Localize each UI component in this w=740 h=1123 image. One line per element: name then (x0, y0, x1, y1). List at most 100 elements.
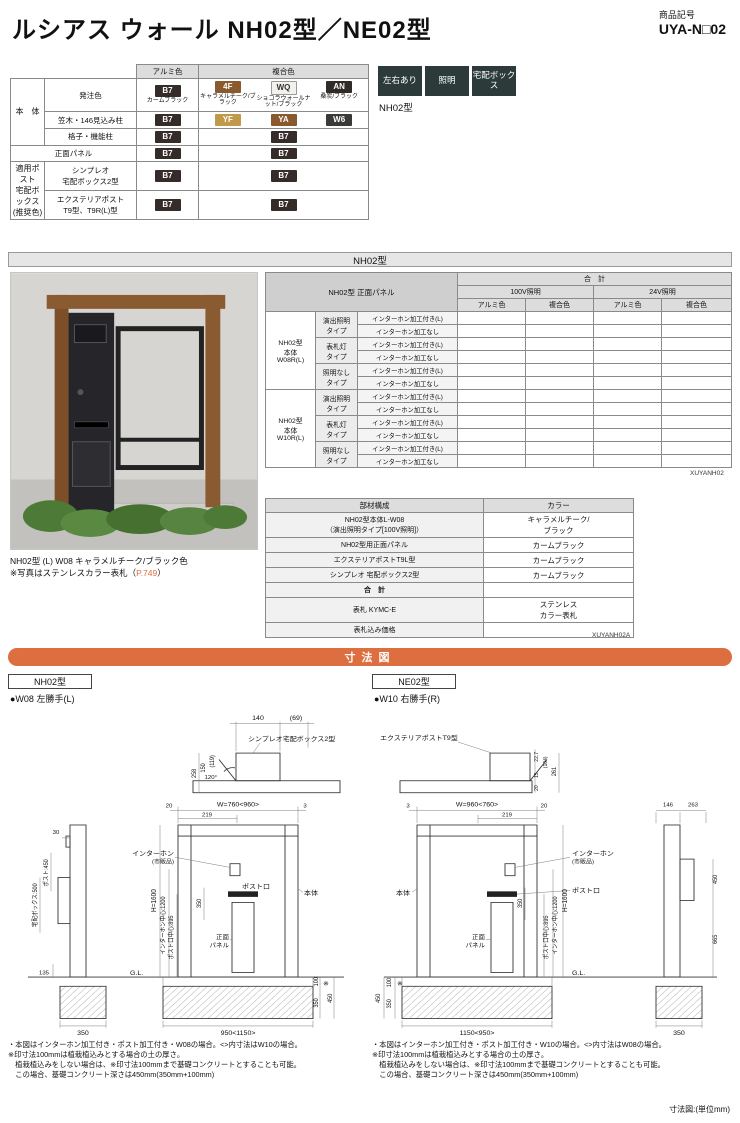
header-alumi: アルミ色 (136, 64, 199, 79)
row-label-front-panel: 正面パネル (10, 144, 137, 163)
parts-table: 部材構成 カラー NH02型本体L-W08 （演出照明タイプ[100V照明]） … (265, 498, 634, 638)
dim-30: 30 (53, 830, 60, 836)
dim-height: H=1600 (562, 889, 569, 912)
dim-100: 100 (387, 978, 393, 987)
group-body: 本 体 (10, 78, 45, 146)
color-cell: B7 (136, 144, 199, 163)
price-cell (661, 376, 733, 390)
dim-135: 135 (39, 970, 49, 976)
parts-row-total: 合 計 (265, 582, 484, 598)
price-cell (593, 337, 663, 351)
note-line: この場合、基礎コンクリート深さは450mm(350mm+100mm) (372, 1069, 579, 1079)
parts-row-color: カームブラック (483, 537, 634, 553)
color-swatch-b7: B7 (270, 170, 297, 182)
header-fukugo: 複合色 (525, 298, 595, 312)
dim-100: 100 (314, 977, 320, 986)
color-cell: B7 (136, 161, 199, 192)
price-cell (593, 428, 663, 442)
post-mouth-label: ポスト口 (572, 887, 600, 895)
dim-3: 3 (406, 804, 409, 810)
photo-note-text: ※写真はステンレスカラー表札（ (10, 568, 137, 578)
dimension-section-banner: 寸法図 (8, 648, 732, 666)
price-table: NH02型 正面パネル 合 計 100V照明 24V照明 アルミ色 複合色 アル… (264, 272, 733, 468)
option-with-interphone: インターホン加工付き(L) (356, 337, 459, 351)
dim-side-450: 450 (713, 875, 719, 884)
ne02-notes: ・本図はインターホン加工付き・ポスト加工付き・W10の場合。<>内寸法はW08の… (372, 1040, 734, 1079)
price-cell (457, 311, 527, 325)
option-without-interphone: インターホン加工なし (356, 324, 459, 338)
price-cell (457, 350, 527, 364)
color-swatch-b7: B7 (154, 130, 181, 143)
row-label-order-color: 発注色 (44, 77, 137, 113)
nh02-dimension-column: NH02型 ●W08 左勝手(L) (8, 674, 370, 1079)
feature-badge-light: 照明 (425, 66, 469, 96)
body-label: 本体 (304, 888, 318, 897)
color-swatch-b7: B7 (154, 85, 181, 98)
type-none: 照明なし タイプ (315, 363, 358, 390)
price-cell (457, 363, 527, 377)
price-cell (525, 454, 595, 468)
dim-3: 3 (303, 804, 306, 810)
option-without-interphone: インターホン加工なし (356, 376, 459, 390)
price-cell (593, 389, 663, 403)
front-panel-label: 正面 (472, 934, 485, 942)
note-line: 植栽植込みをしない場合は、※印寸法100mmまで基礎コンクリートとすることも可能… (8, 1059, 301, 1069)
front-panel-label2: パネル (210, 942, 229, 950)
price-cell (593, 402, 663, 416)
front-panel-label2: パネル (466, 942, 485, 950)
product-code-block: 商品記号 UYA-N□02 (659, 8, 726, 37)
header-24v: 24V照明 (593, 285, 733, 299)
price-cell (593, 350, 663, 364)
product-code-label: 商品記号 (658, 10, 695, 20)
note-line: ・本図はインターホン加工付き・ポスト加工付き・W10の場合。<>内寸法はW08の… (372, 1040, 666, 1049)
deliverybox-label: シンプレオ宅配ボックス2型 (248, 734, 336, 743)
dim-261: 261 (552, 767, 558, 776)
price-cell (661, 350, 733, 364)
price-cell (661, 389, 733, 403)
color-cell: B7 (198, 190, 369, 221)
body-w10: NH02型 本体 W10R(L) (265, 389, 316, 468)
price-cell (525, 311, 595, 325)
dim-219: 219 (502, 813, 512, 819)
dim-450: 450 (328, 994, 334, 1003)
price-cell (457, 389, 527, 403)
price-cell (593, 363, 663, 377)
dim-665: 665 (713, 935, 719, 944)
dim-width: W=760<960> (217, 802, 259, 809)
dim-350: 350 (518, 899, 524, 908)
color-swatch-b7: B7 (154, 114, 181, 126)
price-cell (457, 337, 527, 351)
photo-note-text: ） (157, 568, 166, 578)
blank-cell (10, 64, 137, 79)
price-cell (661, 337, 733, 351)
price-cell (525, 376, 595, 390)
dim-interphone-center: インターホン中心:1200 (159, 896, 167, 954)
price-cell (457, 428, 527, 442)
color-chip: WQ ショコラウォールナット/ブラック (256, 81, 312, 109)
feature-badge-lr: 左右あり (378, 66, 422, 96)
option-with-interphone: インターホン加工付き(L) (356, 441, 459, 455)
color-name: カームブラック (146, 98, 189, 105)
price-cell (457, 324, 527, 338)
color-swatch-b7: B7 (270, 147, 297, 160)
table-code: XUYANH02A (592, 632, 631, 639)
price-cell (525, 441, 595, 455)
dim-bottom-width: 950<1150> (221, 1030, 256, 1037)
price-cell (661, 363, 733, 377)
price-cell (525, 428, 595, 442)
dim-star: ※ (397, 981, 403, 988)
price-cell (525, 402, 595, 416)
header-100v: 100V照明 (457, 285, 595, 299)
color-name: ショコラウォールナット/ブラック (256, 95, 311, 109)
price-cell (525, 324, 595, 338)
dim-263: 263 (688, 803, 698, 809)
photo-caption: NH02型 (L) W08 キャラメルチーク/ブラック色 (10, 556, 188, 566)
type-light: 演出照明 タイプ (315, 389, 358, 416)
body-w08: NH02型 本体 W08R(L) (265, 311, 316, 390)
color-name: 桑炭/ブラック (320, 93, 359, 100)
page-reference-link[interactable]: P.749 (136, 568, 158, 578)
color-swatch-b7: B7 (270, 130, 297, 143)
parts-header-color: カラー (483, 498, 634, 513)
interphone-label2: (市販品) (572, 858, 594, 866)
body-label: 本体 (396, 888, 410, 897)
